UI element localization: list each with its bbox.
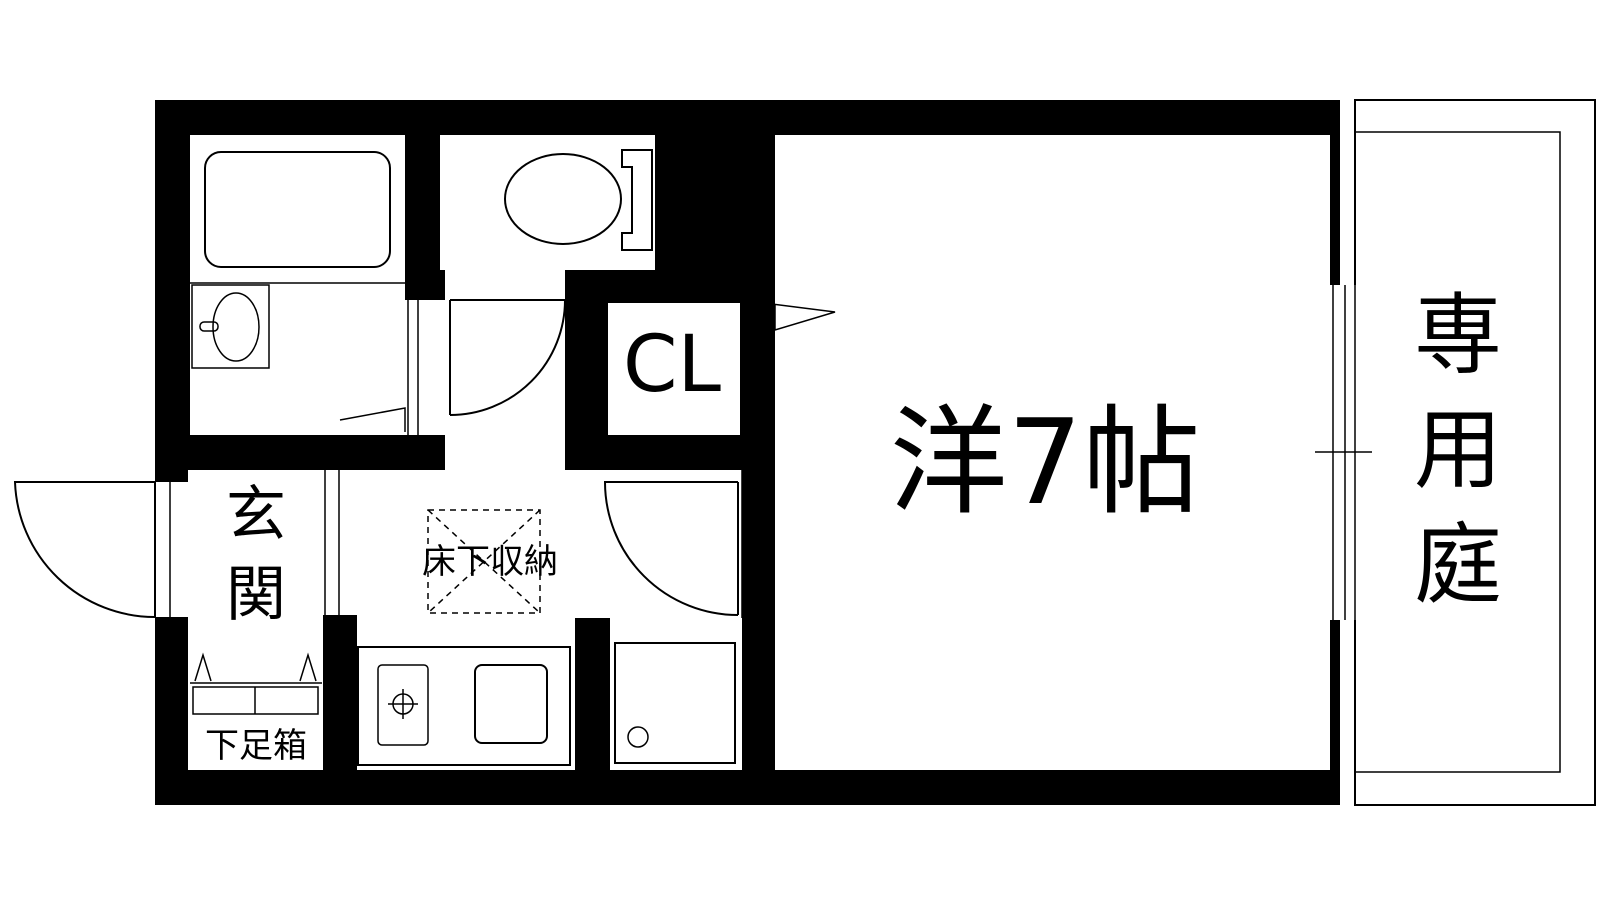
underfloor-storage-label: 床下収納 xyxy=(422,542,558,582)
garden-label-char-2: 用 xyxy=(1414,399,1502,502)
kitchen-counter-space xyxy=(357,618,575,770)
entrance-label-char-1: 玄 xyxy=(226,480,286,550)
kitchen-sink xyxy=(474,664,548,744)
washroom-door-swing xyxy=(449,299,567,416)
underfloor-storage-outline xyxy=(427,509,541,614)
room-door-swing xyxy=(603,481,739,616)
underfloor-storage-cross-2 xyxy=(427,509,541,614)
bathtub xyxy=(204,151,391,268)
entrance-label-char-2: 関 xyxy=(226,560,286,630)
laundry-space xyxy=(610,618,742,770)
toilet-tank xyxy=(621,149,653,251)
step-marker-left xyxy=(194,652,212,682)
washroom-sliding-door xyxy=(339,407,406,432)
hall-space xyxy=(445,270,565,470)
garden-label-char-1: 専 xyxy=(1414,284,1502,387)
kitchen-space xyxy=(357,470,742,618)
washroom-space xyxy=(405,300,445,435)
front-door-swing xyxy=(13,481,156,618)
closet-space xyxy=(608,303,740,435)
garden-label: 専 用 庭 xyxy=(1414,284,1502,617)
gas-stove xyxy=(377,664,429,746)
washbasin-faucet xyxy=(199,321,219,332)
washbasin-bowl xyxy=(212,292,260,362)
washbasin-counter xyxy=(191,284,270,369)
toilet-bowl xyxy=(504,153,622,245)
entrance-space xyxy=(188,470,323,770)
laundry-pan xyxy=(614,642,736,764)
entrance-label: 玄 関 xyxy=(226,480,286,630)
garden-label-char-3: 庭 xyxy=(1414,514,1502,617)
toilet-space xyxy=(440,135,655,270)
room-label: 洋7帖 xyxy=(889,393,1200,531)
closet-label: CL xyxy=(623,320,721,410)
closet-sliding-door xyxy=(739,299,836,332)
kitchen-counter xyxy=(357,646,571,766)
laundry-drain-icon xyxy=(627,726,649,748)
western-room-space xyxy=(775,135,1330,770)
step-marker-right xyxy=(299,652,317,682)
underfloor-storage-cross-1 xyxy=(427,509,541,614)
shoe-box-label: 下足箱 xyxy=(205,726,307,766)
